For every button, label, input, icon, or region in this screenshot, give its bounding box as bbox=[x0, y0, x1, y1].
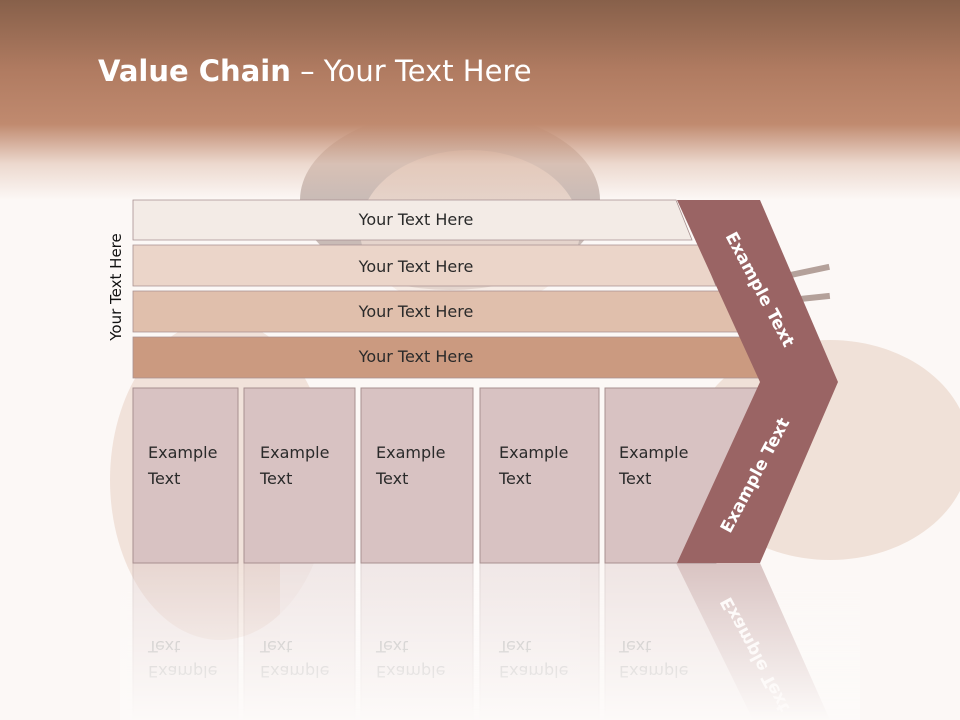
value-chain-column-2 bbox=[243, 387, 356, 564]
column-5-text-line1: Example bbox=[619, 443, 688, 462]
value-chain-column-4 bbox=[479, 387, 600, 564]
row-3-label: Your Text Here bbox=[358, 302, 474, 321]
column-1-text-line2: Text bbox=[147, 469, 180, 488]
header-band bbox=[0, 0, 960, 200]
column-3-text-line1: Example bbox=[376, 443, 445, 462]
column-4-text-line1: Example bbox=[499, 443, 568, 462]
row-4-label: Your Text Here bbox=[358, 347, 474, 366]
value-chain-column-3 bbox=[360, 387, 474, 564]
slide-title: Value Chain – Your Text Here bbox=[98, 54, 532, 88]
column-4-text-line2: Text bbox=[498, 469, 531, 488]
value-chain-chevron bbox=[677, 200, 838, 563]
column-2-text-line2: Text bbox=[259, 469, 292, 488]
value-chain-row-2 bbox=[132, 244, 717, 287]
column-3-text-line2: Text bbox=[375, 469, 408, 488]
row-2-label: Your Text Here bbox=[358, 257, 474, 276]
column-5-text-line2: Text bbox=[618, 469, 651, 488]
title-bold: Value Chain bbox=[98, 54, 291, 88]
value-chain-row-1 bbox=[132, 199, 693, 241]
title-rest: – Your Text Here bbox=[290, 54, 532, 88]
column-1-text-line1: Example bbox=[148, 443, 217, 462]
value-chain-column-1 bbox=[132, 387, 239, 564]
diagram-reflection: Example Text Example Text Example Text E… bbox=[120, 562, 860, 720]
column-2-text-line1: Example bbox=[260, 443, 329, 462]
row-1-label: Your Text Here bbox=[358, 210, 474, 229]
